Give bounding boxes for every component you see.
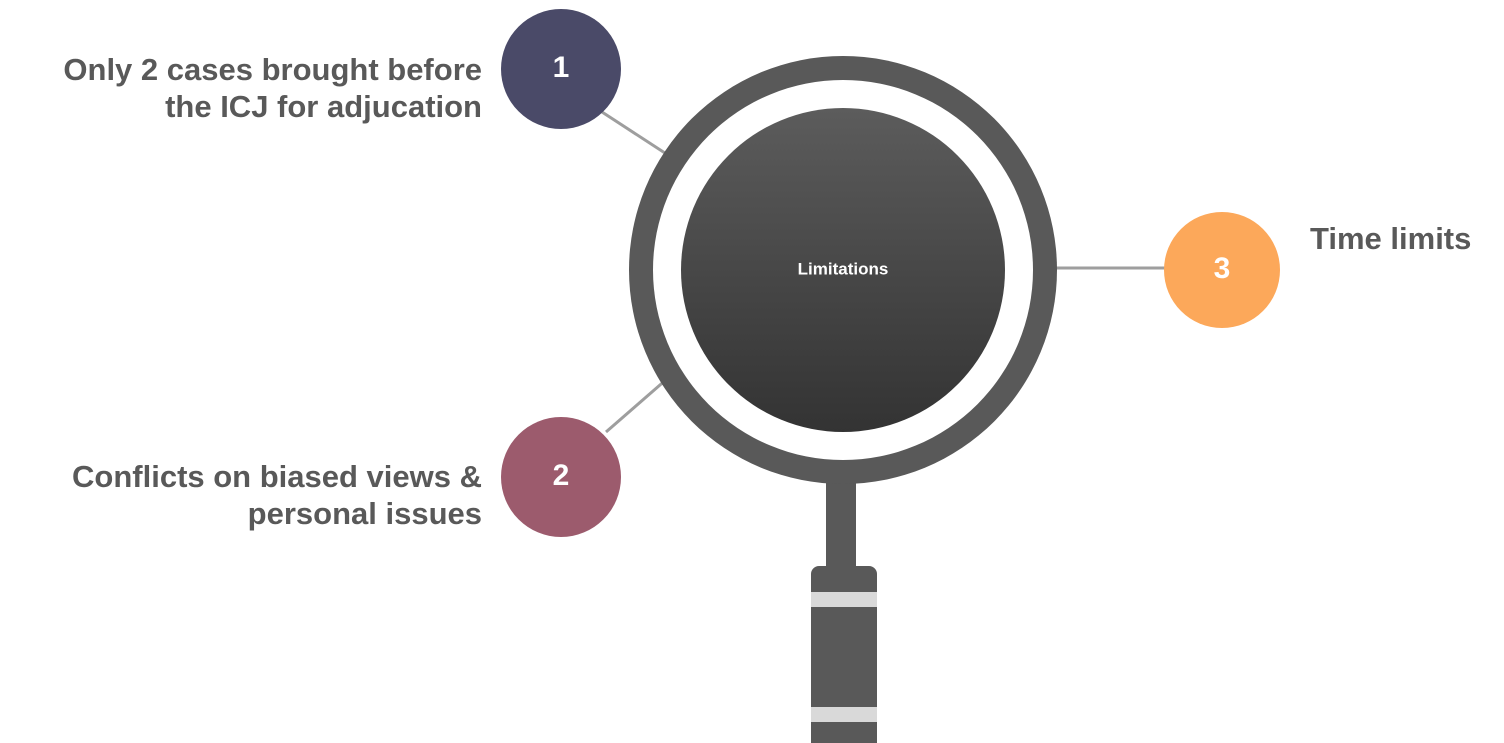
item-1-line-2: the ICJ for adjucation	[165, 89, 482, 124]
bubble-2	[501, 417, 621, 537]
connector-1	[601, 110, 669, 157]
bubble-1	[501, 9, 621, 129]
magnifier-handle	[811, 566, 877, 743]
item-1-line-1: Only 2 cases brought before	[63, 52, 482, 87]
handle-band-2	[811, 707, 877, 722]
magnifier-lens	[681, 108, 1005, 432]
bubble-2-number: 2	[553, 459, 570, 492]
handle-band-1	[811, 592, 877, 607]
item-2-line-2: personal issues	[247, 496, 482, 531]
item-1-label: Only 2 cases brought before the ICJ for …	[63, 51, 482, 125]
center-label: Limitations	[798, 259, 889, 278]
bubble-3-number: 3	[1214, 252, 1231, 285]
item-2-line-1: Conflicts on biased views &	[72, 459, 482, 494]
item-3-label: Time limits	[1310, 220, 1471, 257]
item-3-line-1: Time limits	[1310, 221, 1472, 256]
item-2-label: Conflicts on biased views & personal iss…	[72, 458, 482, 532]
magnifier-shaft	[826, 475, 856, 575]
connector-2	[605, 376, 669, 434]
bubble-1-number: 1	[553, 51, 570, 84]
bubble-3	[1164, 212, 1280, 328]
